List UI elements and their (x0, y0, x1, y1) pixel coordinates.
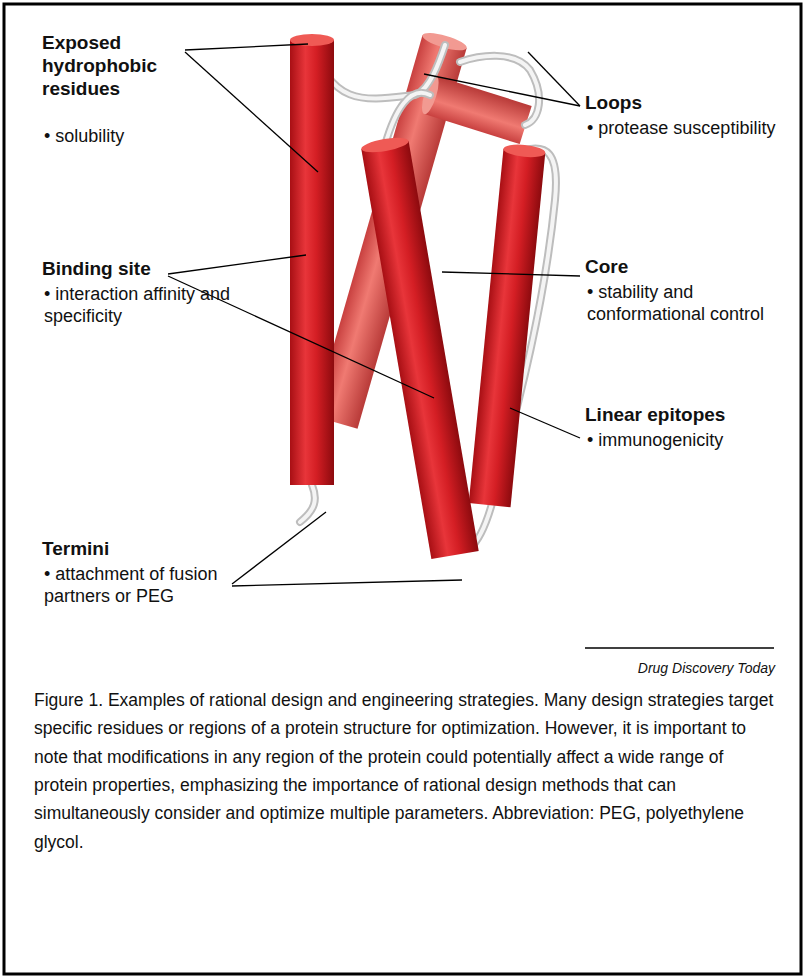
helix (469, 143, 546, 507)
label-heading: Core (585, 256, 785, 279)
source-rule (585, 647, 774, 648)
label-heading: Termini (42, 538, 202, 561)
source-credit: Drug Discovery Today (585, 660, 775, 677)
label-heading: Linear epitopes (585, 404, 785, 427)
label-heading: Loops (585, 92, 785, 115)
helix (360, 135, 478, 559)
label-heading: Binding site (42, 258, 202, 281)
label-note: • immunogenicity (587, 430, 787, 452)
helix (290, 34, 334, 485)
label-note: • solubility (44, 126, 194, 148)
label-note: • protease susceptibility (587, 118, 777, 140)
label-note: • stability and conformational control (587, 282, 767, 325)
label-note: • interaction affinity and specificity (44, 284, 244, 327)
label-heading: Exposed hydrophobic residues (42, 32, 192, 100)
label-note: • attachment of fusion partners or PEG (44, 564, 224, 607)
figure-caption: Figure 1. Examples of rational design an… (34, 686, 774, 856)
figure-frame (4, 4, 801, 974)
